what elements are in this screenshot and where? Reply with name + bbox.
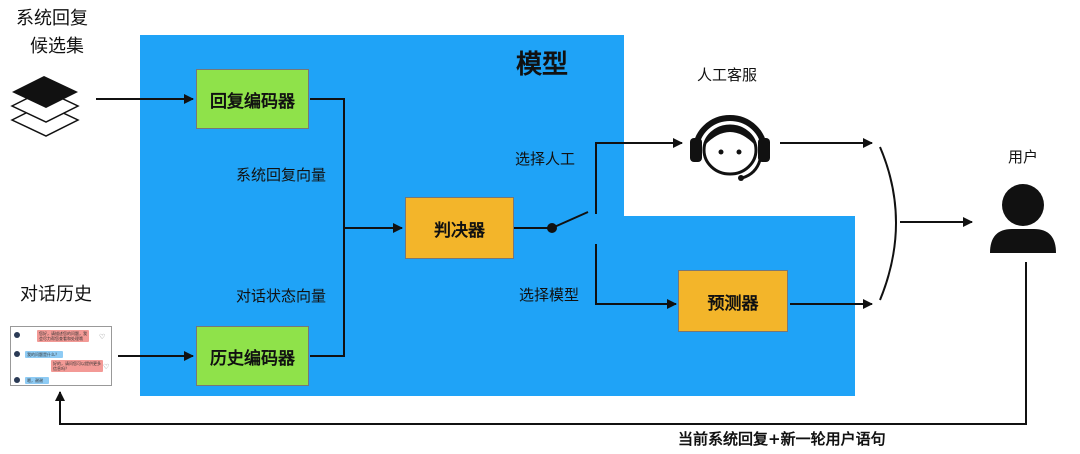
model-title: 模型 <box>516 50 569 80</box>
thumb-icon: ♡ <box>99 333 106 341</box>
candidates-label-line1: 系统回复 <box>16 8 88 29</box>
avatar <box>14 332 20 338</box>
choose-model-label: 选择模型 <box>519 286 580 304</box>
reply-encoder-box: 回复编码器 <box>196 69 309 129</box>
history-label: 对话历史 <box>20 284 92 305</box>
user-label: 用户 <box>1008 148 1039 166</box>
judge-box: 判决器 <box>405 197 514 259</box>
history-encoder-box: 历史编码器 <box>196 326 309 386</box>
choose-human-label: 选择人工 <box>515 150 576 168</box>
avatar <box>14 377 20 383</box>
chat-message: 好的，请问您可以提供更多信息吗？ <box>51 360 103 372</box>
chat-message: 您好，请描述您的问题，我会尽力帮您查看和处理哦 <box>37 330 89 342</box>
candidates-label-line2: 候选集 <box>30 36 84 57</box>
feedback-label: 当前系统回复+新一轮用户语句 <box>678 430 886 448</box>
dialog-state-vector-label: 对话状态向量 <box>236 287 327 305</box>
human-agent-label: 人工客服 <box>697 66 758 84</box>
thumb-icon: ♡ <box>103 363 110 371</box>
avatar <box>14 351 20 357</box>
predictor-box: 预测器 <box>678 270 788 332</box>
sys-reply-vector-label: 系统回复向量 <box>236 166 327 184</box>
chat-message: 我的问题是什么？ <box>25 351 63 358</box>
chat-message: 嗯，谢谢 <box>25 377 49 384</box>
chat-history-preview: 您好，请描述您的问题，我会尽力帮您查看和处理哦 ♡ 我的问题是什么？ 好的，请问… <box>10 326 112 386</box>
